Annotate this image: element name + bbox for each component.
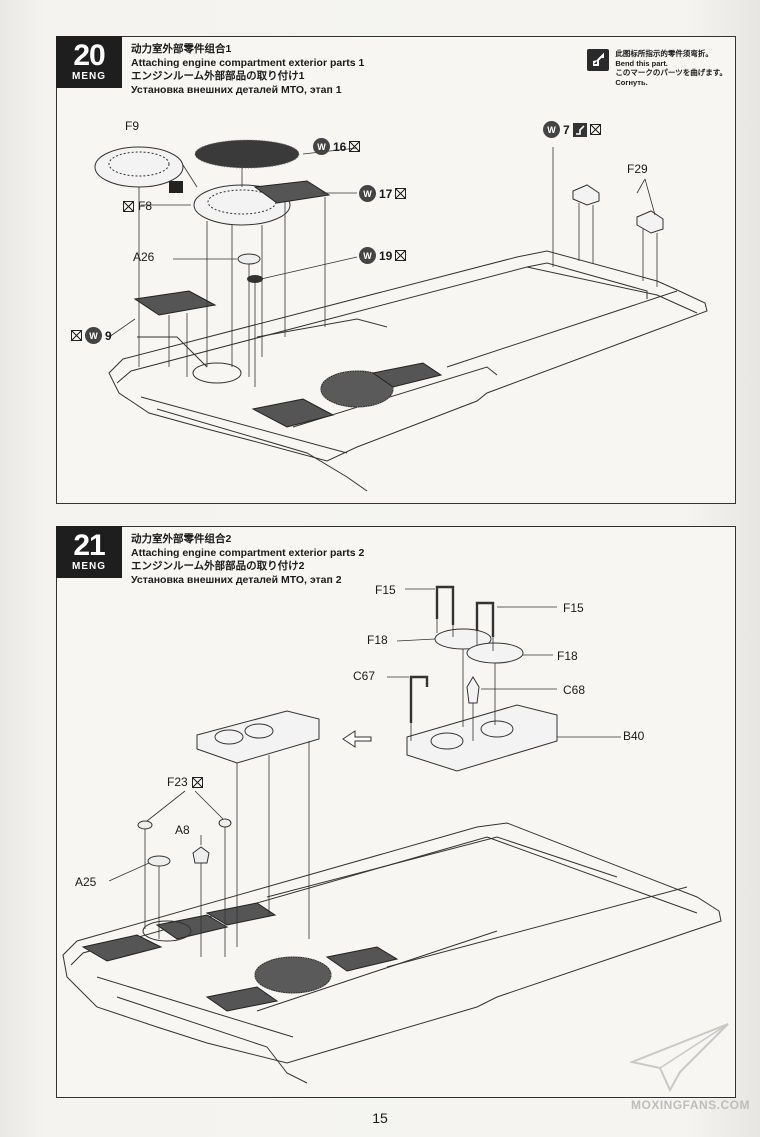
label-f8: F8 bbox=[138, 199, 153, 213]
w-badge-icon: W bbox=[85, 327, 102, 344]
part-f29-icon bbox=[572, 184, 664, 234]
label-f18-right: F18 bbox=[557, 649, 578, 663]
title-zh: 动力室外部零件组合1 bbox=[131, 43, 232, 55]
label-c68: C68 bbox=[563, 683, 586, 697]
step-20-badge: 20 MENG bbox=[56, 36, 122, 88]
part-f23-icon bbox=[137, 820, 153, 830]
part-a8-icon bbox=[192, 846, 210, 864]
label-f23: F23 bbox=[167, 775, 188, 789]
part-a26-icon bbox=[237, 253, 261, 265]
step-20-panel: 20 MENG 动力室外部零件组合1 Attaching engine comp… bbox=[56, 36, 736, 504]
label-f23-group: F23 bbox=[167, 775, 203, 789]
w-badge-icon: W bbox=[313, 138, 330, 155]
step-20-diagram bbox=[94, 139, 708, 492]
cut-icon bbox=[123, 200, 134, 212]
bend-icon bbox=[572, 122, 587, 137]
label-f15-left: F15 bbox=[375, 583, 396, 597]
paper-plane-icon bbox=[630, 1023, 729, 1092]
title-ru: Установка внешних деталей МТО, этап 2 bbox=[131, 573, 342, 586]
arrow-left-icon bbox=[342, 730, 372, 748]
w7-number: 7 bbox=[563, 122, 570, 137]
w16-number: 16 bbox=[333, 139, 347, 154]
step-21-titles: 动力室外部零件组合2 Attaching engine compartment … bbox=[131, 533, 364, 587]
cut-icon bbox=[71, 330, 82, 341]
assembled-plate-icon bbox=[196, 710, 320, 764]
mesh-w9-icon bbox=[133, 290, 217, 316]
step-21-panel: 21 MENG 动力室外部零件组合2 Attaching engine comp… bbox=[56, 526, 736, 1098]
w-badge-icon: W bbox=[543, 121, 560, 138]
mesh-w19-badge: W 19 bbox=[359, 247, 407, 264]
title-zh: 动力室外部零件组合2 bbox=[131, 533, 232, 545]
part-c67-icon bbox=[409, 675, 429, 723]
label-a25: A25 bbox=[75, 875, 97, 889]
cut-icon bbox=[191, 776, 203, 788]
label-a26: A26 bbox=[133, 250, 155, 264]
title-en: Attaching engine compartment exterior pa… bbox=[131, 546, 365, 559]
mesh-w16-icon bbox=[194, 139, 300, 169]
cut-icon bbox=[349, 141, 361, 152]
part-f23-icon bbox=[218, 818, 232, 828]
title-ru: Установка внешних деталей МТО, этап 1 bbox=[131, 83, 342, 96]
cut-icon bbox=[395, 250, 407, 261]
brand-logo: MENG bbox=[72, 561, 106, 572]
label-f8-group: F8 bbox=[123, 199, 152, 213]
label-b40: B40 bbox=[623, 729, 645, 743]
brand-logo: MENG bbox=[72, 71, 106, 82]
w19-number: 19 bbox=[379, 248, 393, 263]
cut-icon bbox=[395, 188, 407, 199]
label-f29: F29 bbox=[627, 162, 648, 176]
label-f9: F9 bbox=[125, 119, 140, 133]
w9-number: 9 bbox=[105, 328, 112, 343]
part-f15-icon bbox=[435, 585, 495, 637]
title-ja: エンジンルーム外部部品の取り付け2 bbox=[131, 560, 305, 572]
label-c67: C67 bbox=[353, 669, 376, 683]
mesh-w7-badge: W 7 bbox=[543, 121, 601, 138]
mesh-w16-badge: W 16 bbox=[313, 138, 361, 155]
label-a8: A8 bbox=[175, 823, 190, 837]
part-b40-icon bbox=[406, 704, 558, 772]
bend-note-zh: 此图标所指示的零件须弯折。 bbox=[615, 49, 713, 58]
label-f18-left: F18 bbox=[367, 633, 388, 647]
bend-note-ja: このマークのパーツを曲げます。 bbox=[615, 68, 727, 77]
part-c68-icon bbox=[466, 676, 480, 704]
bend-icon bbox=[587, 49, 610, 71]
title-en: Attaching engine compartment exterior pa… bbox=[131, 56, 365, 69]
page-number: 15 bbox=[372, 1110, 388, 1126]
mesh-w9-badge: W 9 bbox=[71, 327, 112, 344]
step-21-diagram bbox=[62, 585, 722, 1084]
bend-note-en: Bend this part. bbox=[615, 58, 668, 68]
w17-number: 17 bbox=[379, 186, 393, 201]
title-ja: エンジンルーム外部部品の取り付け1 bbox=[131, 70, 305, 82]
step-number: 20 bbox=[73, 39, 105, 72]
step-21-badge: 21 MENG bbox=[56, 526, 122, 578]
mesh-w17-icon bbox=[253, 180, 331, 204]
step-20-titles: 动力室外部零件组合1 Attaching engine compartment … bbox=[131, 43, 364, 97]
bend-note-ru: Согнуть. bbox=[615, 77, 648, 87]
part-f18-icon bbox=[466, 642, 524, 664]
watermark: MOXINGFANS.COM bbox=[630, 1098, 750, 1112]
step-number: 21 bbox=[73, 529, 105, 562]
bend-note: 此图标所指示的零件须弯折。 Bend this part. このマークのパーツを… bbox=[587, 49, 727, 87]
w-badge-icon: W bbox=[359, 185, 376, 202]
cut-icon bbox=[589, 124, 601, 135]
part-a25-icon bbox=[147, 855, 171, 867]
w-badge-icon: W bbox=[359, 247, 376, 264]
mesh-w17-badge: W 17 bbox=[359, 185, 407, 202]
label-f15-right: F15 bbox=[563, 601, 584, 615]
mesh-w19-icon bbox=[247, 275, 263, 283]
